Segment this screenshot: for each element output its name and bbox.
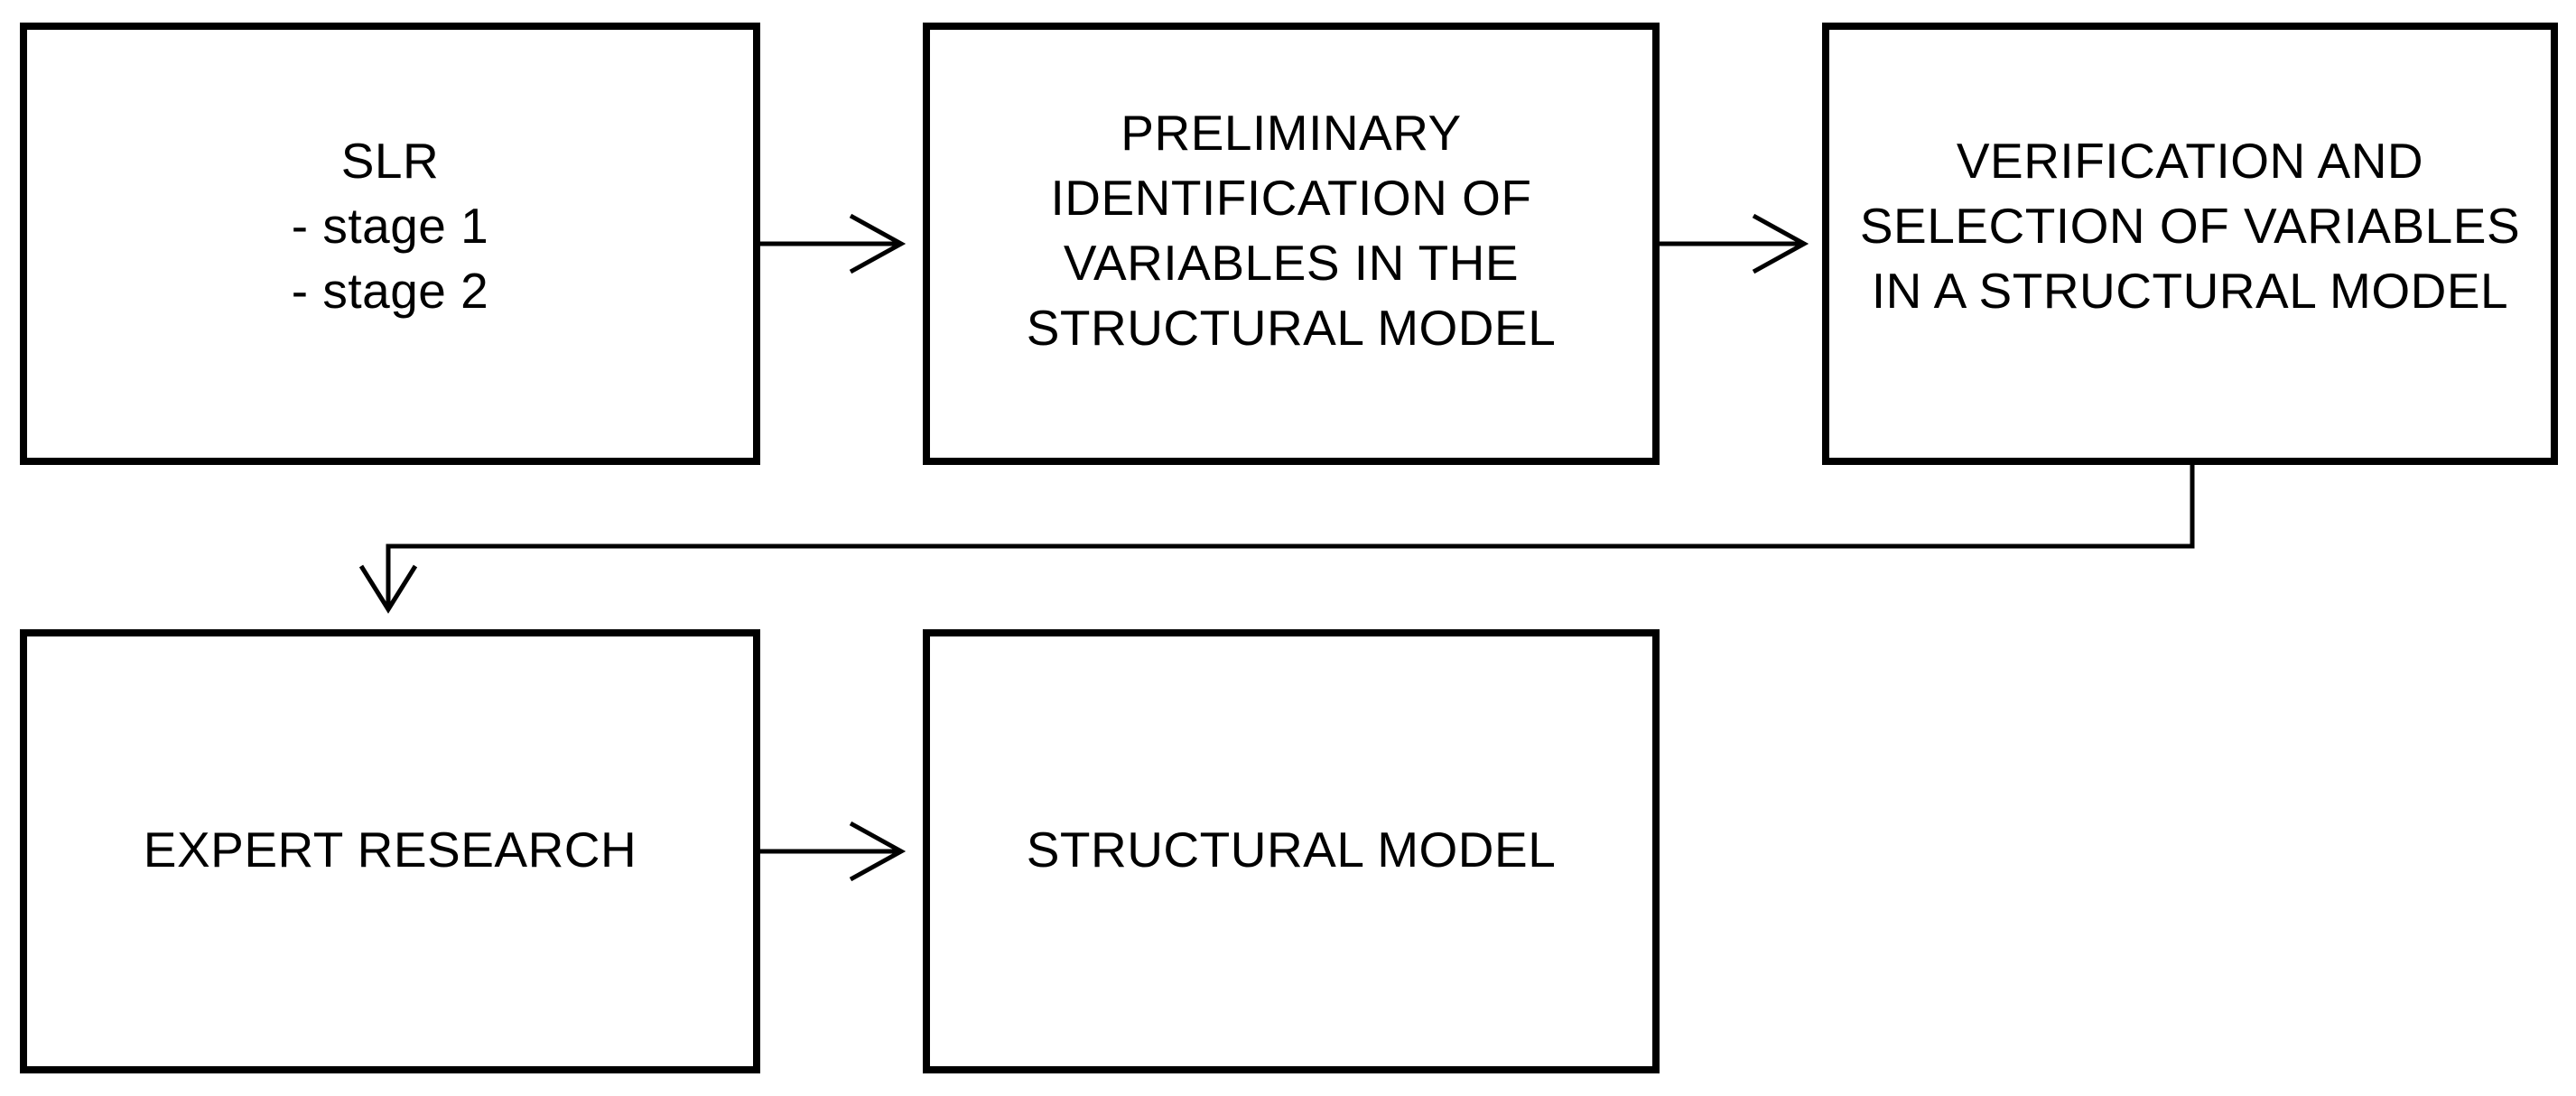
node-text-line: PRELIMINARY	[1121, 105, 1462, 161]
arrow-verification-to-expert	[358, 465, 2195, 614]
node-text-line: IN A STRUCTURAL MODEL	[1871, 263, 2509, 319]
arrow-preliminary-to-verification	[1660, 213, 1809, 274]
node-text-line: - stage 2	[291, 263, 489, 319]
node-text-line: SLR	[340, 133, 440, 189]
node-structural-model: STRUCTURAL MODEL	[923, 629, 1660, 1073]
arrow-slr-to-preliminary	[760, 213, 907, 274]
arrow-expert-to-structural	[760, 821, 907, 882]
node-expert-research: EXPERT RESEARCH	[20, 629, 760, 1073]
node-preliminary-identification-label: PRELIMINARY IDENTIFICATION OF VARIABLES …	[1027, 100, 1557, 360]
node-text-line: SELECTION OF VARIABLES	[1859, 198, 2521, 254]
node-text-line: STRUCTURAL MODEL	[1026, 300, 1557, 356]
node-preliminary-identification: PRELIMINARY IDENTIFICATION OF VARIABLES …	[923, 23, 1660, 465]
node-text-line: EXPERT RESEARCH	[143, 822, 637, 878]
node-text-line: IDENTIFICATION OF	[1050, 170, 1532, 226]
node-slr: SLR - stage 1 - stage 2	[20, 23, 760, 465]
node-text-line: - stage 1	[291, 198, 489, 254]
node-text-line: VERIFICATION AND	[1956, 133, 2424, 189]
node-slr-label: SLR - stage 1 - stage 2	[292, 128, 489, 323]
node-verification-selection: VERIFICATION AND SELECTION OF VARIABLES …	[1822, 23, 2558, 465]
node-verification-selection-label: VERIFICATION AND SELECTION OF VARIABLES …	[1860, 128, 2520, 323]
node-expert-research-label: EXPERT RESEARCH	[144, 817, 637, 882]
node-text-line: STRUCTURAL MODEL	[1026, 822, 1557, 878]
node-structural-model-label: STRUCTURAL MODEL	[1027, 817, 1557, 882]
node-text-line: VARIABLES IN THE	[1063, 235, 1520, 291]
